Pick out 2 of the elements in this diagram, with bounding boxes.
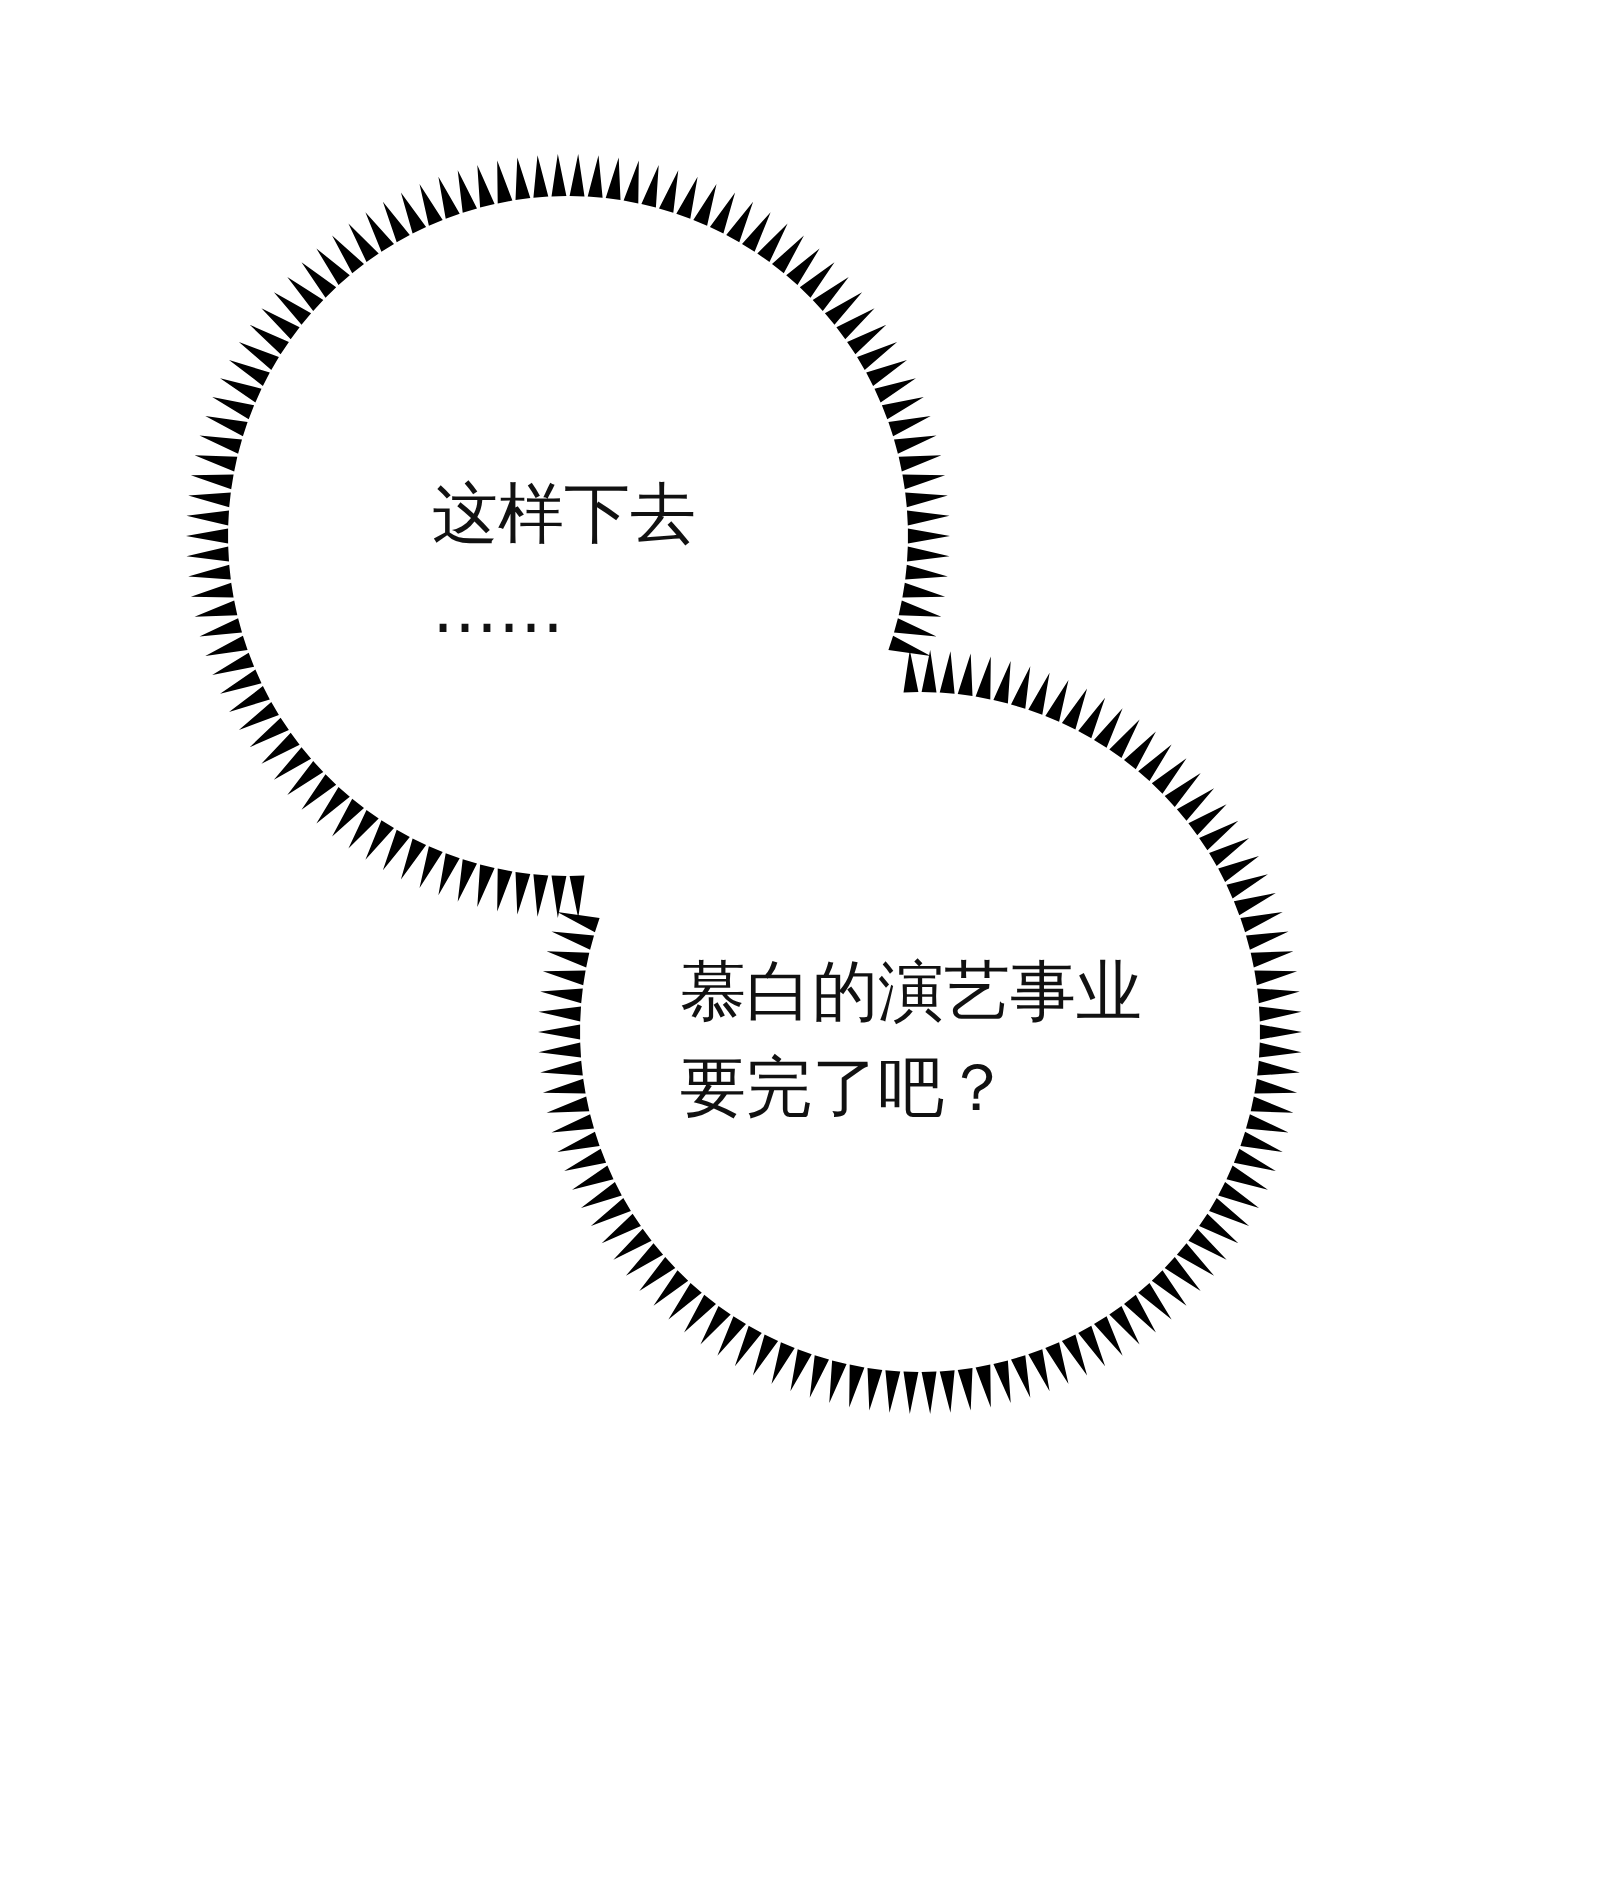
speech-text: 慕白的演艺事业要完了吧？ [680, 952, 1143, 1128]
speech-text: 这样下去…… [432, 474, 697, 650]
